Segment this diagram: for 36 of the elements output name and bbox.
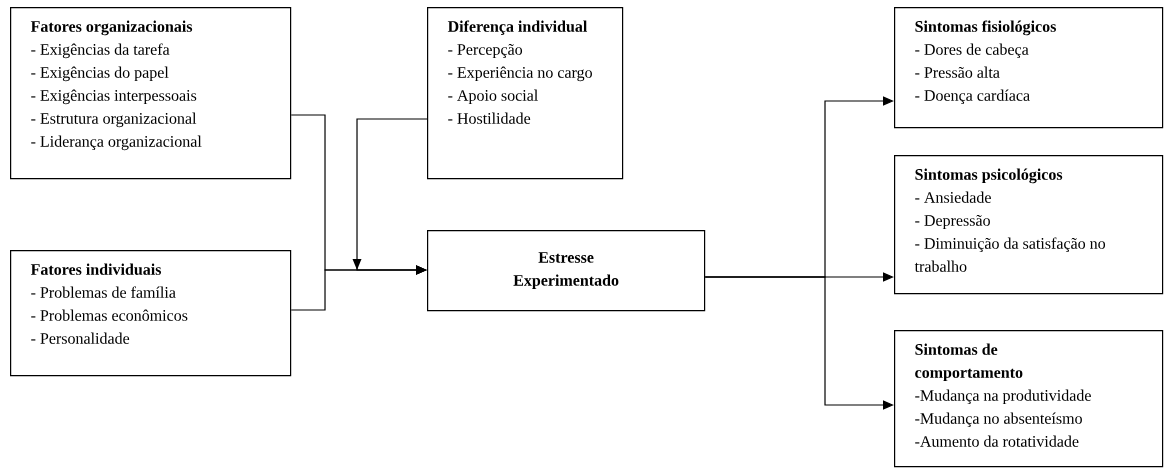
box-heading: Fatores individuais: [30, 263, 162, 275]
box-heading: Sintomas fisiológicos: [915, 20, 1056, 36]
list-item: -Mudança no absenteísmo: [915, 412, 1082, 428]
list-item: -Aumento da rotatividade: [915, 435, 1079, 447]
arrow: [352, 118, 428, 275]
factor-box: [10, 250, 292, 377]
list-item: - Liderança organizacional: [31, 135, 202, 151]
box-heading: Sintomas de comportamento: [915, 343, 1023, 382]
list-item: - Problemas econômicos: [31, 309, 188, 321]
factor-box: [10, 7, 292, 180]
box-heading: Diferença individual: [447, 20, 588, 35]
list-item: - Doença cardíaca: [915, 89, 1030, 105]
list-item: - Ansiedade: [915, 191, 991, 203]
factor-box: [894, 7, 1164, 129]
list-item: - Exigências interpessoais: [31, 89, 197, 105]
list-item: - Depressão: [915, 214, 990, 230]
factor-box: [894, 155, 1164, 295]
list-item: - Exigências da tarefa: [31, 43, 170, 59]
list-item: -Mudança na produtividade: [915, 389, 1091, 405]
box-heading: Fatores organizacionais: [30, 20, 193, 36]
factor-box: [427, 230, 706, 312]
list-item: - Exigências do papel: [31, 66, 169, 82]
list-item: - Apoio social: [448, 89, 538, 105]
list-item: - Estrutura organizacional: [31, 112, 197, 128]
list-item: - Problemas de família: [31, 286, 176, 298]
list-item: - Personalidade: [31, 332, 130, 344]
box-heading: Sintomas psicológicos: [915, 168, 1063, 184]
list-item: - Diminuição da satisfação no trabalho: [914, 237, 1106, 272]
list-item: - Experiência no cargo: [448, 66, 592, 82]
list-item: - Hostilidade: [448, 112, 531, 124]
box-label: Estresse Experimentado: [513, 252, 619, 290]
list-item: - Dores de cabeça: [915, 43, 1029, 59]
factor-box: [894, 330, 1164, 468]
list-item: - Percepção: [448, 43, 523, 59]
list-item: - Pressão alta: [915, 66, 1000, 78]
factor-box: [427, 7, 624, 180]
